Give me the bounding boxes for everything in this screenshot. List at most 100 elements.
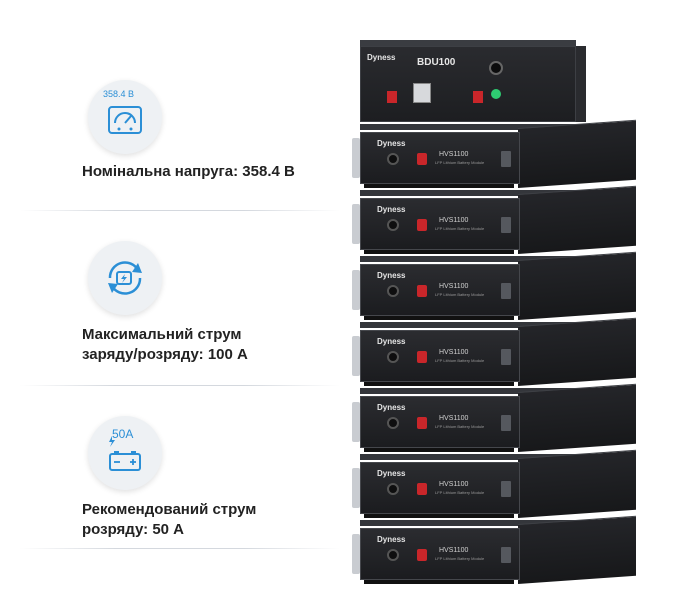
bdu-controller: Dyness BDU100	[360, 46, 576, 122]
divider	[20, 210, 340, 211]
red-terminal	[417, 153, 427, 165]
controller-top	[360, 40, 576, 48]
charge-cycle-icon	[108, 261, 142, 295]
module-top	[360, 256, 636, 262]
module-foot	[364, 580, 514, 584]
module-foot	[364, 316, 514, 320]
module-subtitle: LFP Lithium Battery Module	[435, 556, 485, 561]
red-terminal	[417, 219, 427, 231]
module-body	[518, 251, 636, 320]
module-model: HVS1100	[439, 415, 469, 422]
black-terminal	[387, 351, 399, 363]
red-terminal	[417, 285, 427, 297]
module-top	[360, 322, 636, 328]
black-terminal	[387, 153, 399, 165]
module-handle	[352, 138, 360, 178]
module-subtitle: LFP Lithium Battery Module	[435, 292, 485, 297]
red-terminal	[417, 483, 427, 495]
red-terminal	[387, 91, 397, 103]
divider	[20, 385, 340, 386]
module-subtitle: LFP Lithium Battery Module	[435, 424, 485, 429]
module-handle	[352, 204, 360, 244]
black-terminal	[387, 483, 399, 495]
controller-side	[576, 46, 586, 122]
red-terminal	[417, 417, 427, 429]
module-foot	[364, 184, 514, 188]
status-indicator	[501, 217, 511, 233]
status-indicator	[501, 547, 511, 563]
module-brand: Dyness	[377, 271, 406, 280]
module-subtitle: LFP Lithium Battery Module	[435, 358, 485, 363]
breaker-switch	[413, 83, 431, 103]
module-model: HVS1100	[439, 217, 469, 224]
max-current-text: Максимальний струм заряду/розряду: 100 А	[82, 326, 248, 363]
module-handle	[352, 534, 360, 574]
module-handle	[352, 468, 360, 508]
controller-model: BDU100	[417, 57, 456, 68]
module-body	[518, 383, 636, 452]
voltage-icon-label: 358.4 В	[103, 89, 135, 99]
charge-icon-badge	[88, 241, 162, 315]
discharge-icon-badge	[88, 416, 162, 490]
module-subtitle: LFP Lithium Battery Module	[435, 490, 485, 495]
status-indicator	[501, 481, 511, 497]
black-terminal	[387, 219, 399, 231]
module-handle	[352, 336, 360, 376]
module-brand: Dyness	[377, 535, 406, 544]
status-indicator	[501, 151, 511, 167]
status-indicator	[501, 415, 511, 431]
module-brand: Dyness	[377, 205, 406, 214]
voltmeter-icon	[108, 106, 142, 134]
module-top	[360, 124, 636, 130]
module-top	[360, 190, 636, 196]
module-brand: Dyness	[377, 469, 406, 478]
black-terminal	[387, 285, 399, 297]
module-model: HVS1100	[439, 547, 469, 554]
module-top	[360, 520, 636, 526]
red-terminal	[417, 549, 427, 561]
module-model: HVS1100	[439, 151, 469, 158]
module-body	[518, 185, 636, 254]
status-indicator	[501, 283, 511, 299]
module-body	[518, 317, 636, 386]
black-terminal	[387, 417, 399, 429]
module-model: HVS1100	[439, 283, 469, 290]
module-brand: Dyness	[377, 337, 406, 346]
module-subtitle: LFP Lithium Battery Module	[435, 160, 485, 165]
module-foot	[364, 514, 514, 518]
red-terminal	[417, 351, 427, 363]
status-indicator	[501, 349, 511, 365]
module-model: HVS1100	[439, 481, 469, 488]
discharge-icon-label: 50A	[112, 427, 134, 441]
module-foot	[364, 250, 514, 254]
red-terminal	[473, 91, 483, 103]
module-handle	[352, 402, 360, 442]
divider	[20, 548, 340, 549]
module-brand: Dyness	[377, 139, 406, 148]
nominal-voltage-text: Номінальна напруга: 358.4 В	[82, 163, 295, 180]
status-led	[491, 89, 501, 99]
module-model: HVS1100	[439, 349, 469, 356]
module-top	[360, 454, 636, 460]
module-top	[360, 388, 636, 394]
battery-current-icon	[109, 436, 141, 471]
voltage-icon-badge	[88, 80, 162, 154]
module-foot	[364, 382, 514, 386]
recommended-current-text: Рекомендований струм розряду: 50 А	[82, 501, 257, 538]
controller-brand: Dyness	[367, 53, 396, 62]
